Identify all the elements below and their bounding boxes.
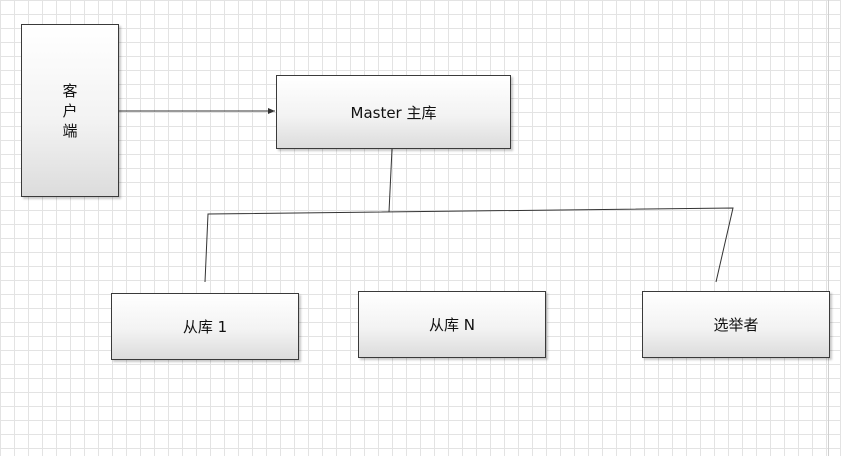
- slave-n-node[interactable]: 从库 N: [358, 291, 546, 358]
- elector-node[interactable]: 选举者: [642, 291, 830, 358]
- master-node-label: Master 主库: [350, 103, 437, 122]
- client-node[interactable]: 客户端: [21, 24, 119, 197]
- slave-1-node[interactable]: 从库 1: [111, 293, 299, 360]
- canvas-edge-divider: [828, 0, 829, 456]
- slave-n-node-label: 从库 N: [429, 316, 475, 334]
- edge-master-to-bus: [388, 148, 393, 213]
- slave-1-node-label: 从库 1: [182, 318, 228, 336]
- master-node[interactable]: Master 主库: [276, 75, 511, 149]
- elector-node-label: 选举者: [713, 316, 759, 334]
- client-node-label: 客户端: [62, 81, 78, 140]
- edge-bus-line: [204, 207, 734, 283]
